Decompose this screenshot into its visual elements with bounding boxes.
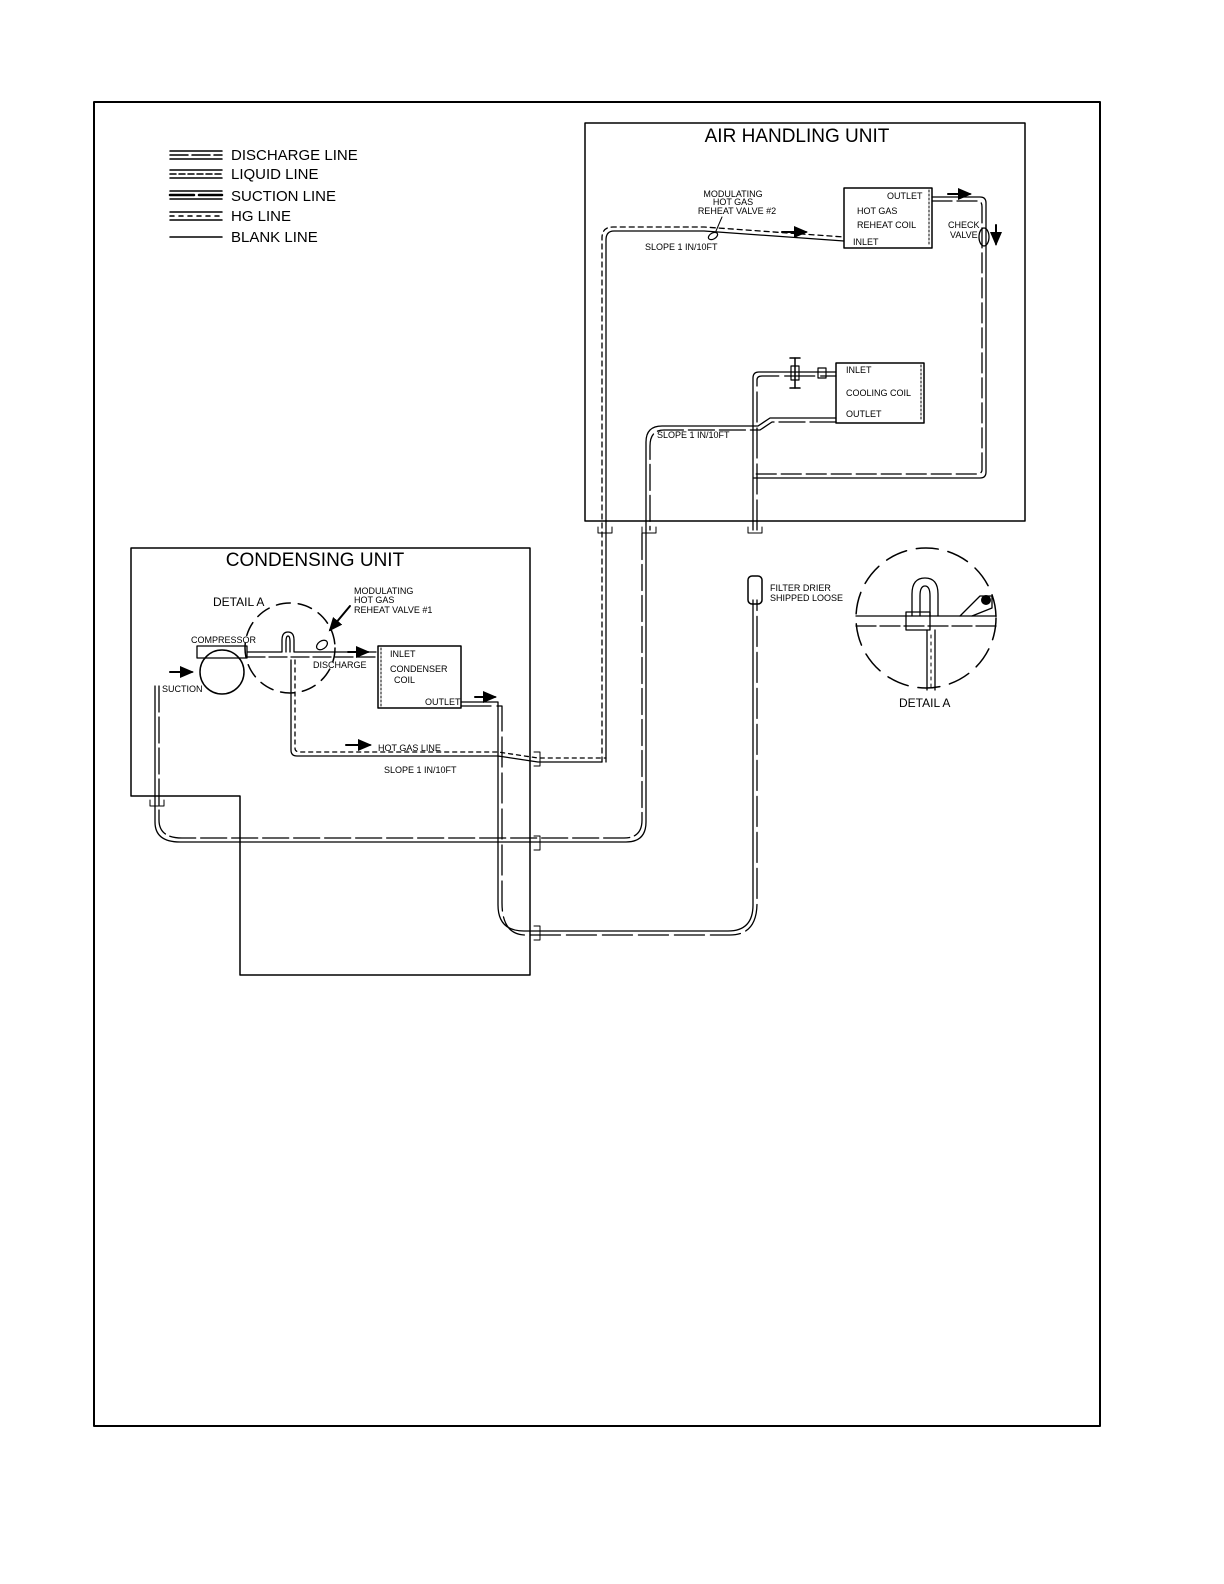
legend-suction-symbol (168, 190, 224, 200)
valve1-leader (328, 605, 351, 632)
valve2-leader (715, 216, 723, 232)
hg-line-to-reheat (605, 230, 845, 763)
legend-suction-label: SUCTION LINE (231, 188, 336, 205)
air-handling-unit: AIR HANDLING UNIT OUTLET HOT GAS REHEAT … (584, 122, 1026, 763)
reheat-coil: OUTLET HOT GAS REHEAT COIL INLET (843, 187, 933, 249)
reheat-coil-inlet: INLET (853, 237, 879, 247)
hot-gas-line-label: HOT GAS LINE (378, 743, 441, 753)
cooling-coil-inlet: INLET (846, 365, 872, 375)
reheat-valve-2-icon (707, 231, 719, 241)
cooling-coil-outlet: OUTLET (846, 409, 882, 419)
valve1-label-3: REHEAT VALVE #1 (354, 605, 432, 615)
legend: DISCHARGE LINE LIQUID LINE SUCTION LINE … (168, 147, 358, 246)
liquid-line-from-condenser (460, 599, 754, 932)
legend-hg-label: HG LINE (231, 208, 291, 225)
legend-liquid-label: LIQUID LINE (231, 166, 319, 183)
detail-a-callout (244, 602, 336, 694)
slope-mid-label: SLOPE 1 IN/10FT (657, 430, 730, 440)
legend-hg-symbol (169, 211, 223, 221)
compressor-label: COMPRESSOR (191, 635, 257, 645)
cu-title: CONDENSING UNIT (226, 550, 405, 571)
cu-outline (130, 547, 531, 976)
detail-a-valve-icon (959, 595, 993, 617)
cooling-coil-name: COOLING COIL (846, 388, 911, 398)
hot-gas-line (290, 659, 603, 763)
ahu-title: AIR HANDLING UNIT (705, 126, 890, 147)
expansion-valve-icon (789, 357, 827, 389)
condenser-line1: CONDENSER (390, 664, 448, 674)
condensing-unit: CONDENSING UNIT DETAIL A MODULATING HOT … (130, 529, 758, 976)
condenser-coil: INLET CONDENSER COIL OUTLET (377, 645, 462, 709)
reheat-valve-1-icon (315, 639, 329, 651)
check-valve-icon (978, 227, 990, 247)
detail-a-circle (855, 547, 997, 689)
reheat-outlet-line (753, 196, 987, 479)
page-border (93, 101, 1101, 1427)
legend-liquid-symbol (169, 169, 223, 179)
detail-a-view: DETAIL A (855, 547, 997, 710)
filter-drier-label-1: FILTER DRIER (770, 583, 831, 593)
filter-drier-label-2: SHIPPED LOOSE (770, 593, 843, 603)
check-valve-label-1: CHECK (948, 220, 980, 230)
legend-blank-label: BLANK LINE (231, 229, 318, 246)
valve2-label-1: MODULATING (703, 189, 762, 199)
condenser-outlet: OUTLET (425, 697, 461, 707)
detail-a-view-label: DETAIL A (899, 696, 950, 710)
slope-top-label: SLOPE 1 IN/10FT (645, 242, 718, 252)
compressor-top (196, 645, 248, 659)
condenser-line2: COIL (394, 675, 415, 685)
reheat-coil-line1: HOT GAS (857, 206, 897, 216)
valve2-label-3: REHEAT VALVE #2 (698, 206, 776, 216)
discharge-label: DISCHARGE (313, 660, 367, 670)
valve1-label-1: MODULATING (354, 586, 413, 596)
reheat-coil-line2: REHEAT COIL (857, 220, 916, 230)
compressor-icon (199, 649, 245, 695)
legend-discharge-symbol (169, 150, 223, 160)
suction-line-from-cooling-coil (645, 417, 837, 531)
detail-a-label: DETAIL A (213, 595, 264, 609)
cu-slope-label: SLOPE 1 IN/10FT (384, 765, 457, 775)
ahu-box (584, 122, 1026, 522)
reheat-coil-outlet: OUTLET (887, 191, 923, 201)
filter-drier: FILTER DRIER SHIPPED LOOSE (747, 575, 843, 605)
valve2-label-2: HOT GAS (713, 197, 753, 207)
filter-drier-icon (747, 575, 763, 605)
legend-discharge-label: DISCHARGE LINE (231, 147, 358, 164)
liquid-line-to-cooling-coil (752, 371, 837, 531)
valve1-label-2: HOT GAS (354, 595, 394, 605)
discharge-line (246, 631, 377, 653)
suction-return-line (154, 529, 647, 843)
suction-label: SUCTION (162, 684, 203, 694)
condenser-inlet: INLET (390, 649, 416, 659)
check-valve-label-2: VALVE (950, 230, 978, 240)
cooling-coil: INLET COOLING COIL OUTLET (835, 362, 925, 424)
